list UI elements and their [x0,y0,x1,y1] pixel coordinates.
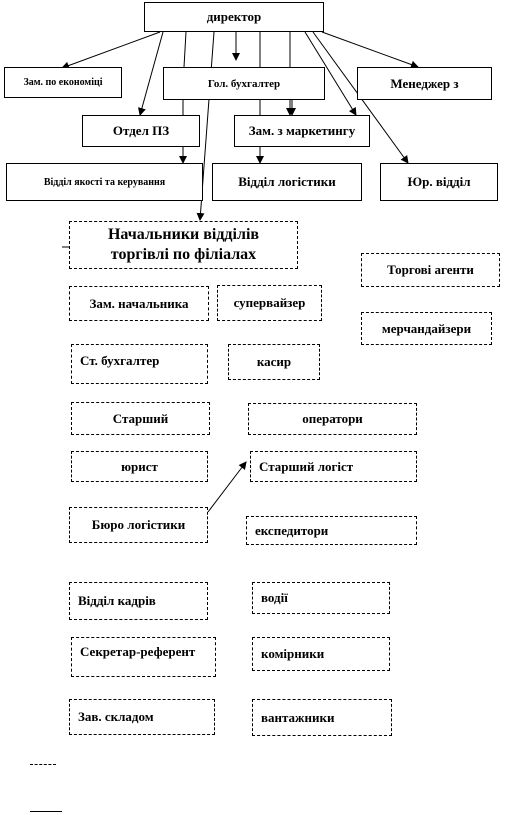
branch-heads-box: Начальники відділів торгівлі по філіалах [69,221,298,269]
dept-logistics-box: Відділ логістики [212,163,362,201]
chief-accountant-box: Гол. бухгалтер [163,67,325,100]
hr-dept-box: Відділ кадрів [69,582,208,620]
logistics-bureau-box: Бюро логістики [69,507,208,543]
merchandisers-box: мерчандайзери [361,312,492,345]
lawyer-box: юрист [71,451,208,482]
senior-box: Старший [71,402,210,435]
sales-agents-box: Торгові агенти [361,253,500,287]
warehouse-head-box: Зав. складом [69,699,215,735]
legal-dept-box: Юр. відділ [380,163,498,201]
arrow-director-to-dept-pz [138,31,164,116]
storekeepers-box: комірники [252,637,390,671]
dept-quality-box: Відділ якості та керування [6,163,203,201]
senior-logist-box: Старший логіст [250,451,417,482]
arrow-director-to-deputy-marketing-diag [304,31,357,116]
branch-heads-line2: торгівлі по філіалах [110,246,257,263]
arrow-bureau-to-senior-logist [207,461,247,513]
loaders-box: вантажники [252,699,392,736]
cashier-box: касир [228,344,320,380]
deputy-head-box: Зам. начальника [69,286,209,321]
operators-box: оператори [248,403,417,435]
director-box: директор [144,2,324,32]
legend-solid-line [30,811,62,812]
arrow-director-to-deputy-economics [61,31,161,70]
legend-dashed-line [30,764,56,765]
dept-pz-box: Отдел ПЗ [82,115,200,147]
branch-heads-line1: Начальники відділів [107,226,260,243]
deputy-marketing-box: Зам. з маркетингу [234,115,370,147]
senior-accountant-box: Ст. бухгалтер [71,344,208,384]
manager-box: Менеджер з [357,67,492,100]
supervisor-box: супервайзер [217,285,322,321]
arrow-director-to-manager [321,31,419,69]
line-director-to-chief-accountant [183,31,187,68]
drivers-box: водії [252,582,390,614]
deputy-economics-box: Зам. по економіці [4,67,122,98]
secretary-box: Секретар-референт [71,637,216,677]
forwarders-box: експедитори [246,516,417,545]
